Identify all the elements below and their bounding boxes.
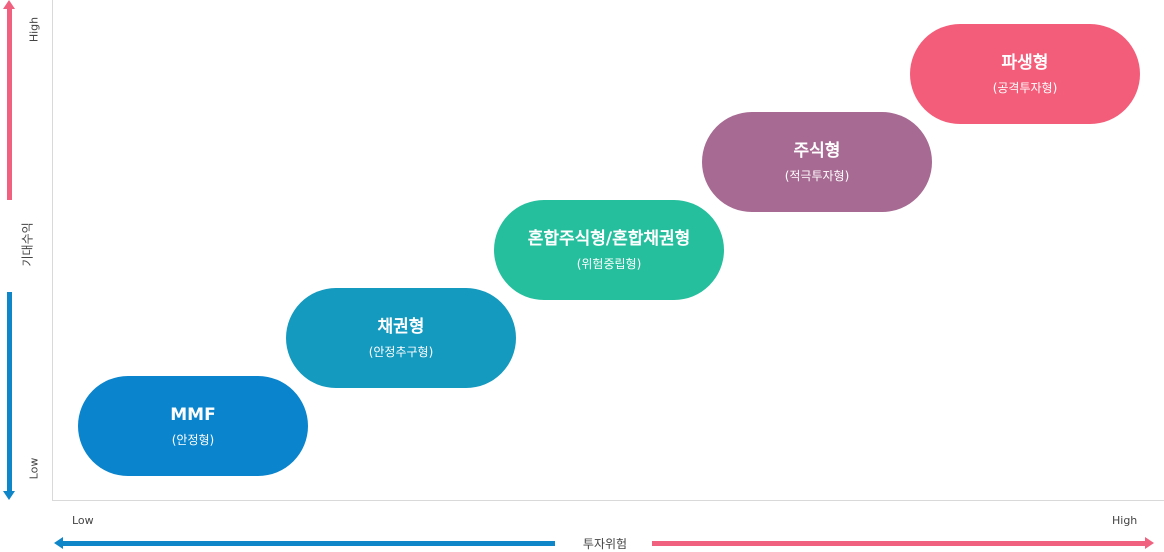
left-arrow-icon [54,537,63,549]
y-axis-title: 기대수익 [20,222,35,267]
fund-type-equity: 주식형 (적극투자형) [702,112,932,212]
y-axis-high-bar [7,8,12,200]
plot-bottom-border [52,500,1164,501]
y-axis-high-label: High [27,16,41,43]
fund-type-profile: (위험중립형) [576,257,642,271]
fund-type-mmf: MMF (안정형) [78,376,308,476]
fund-type-profile: (안정추구형) [368,345,434,359]
x-axis-low-label: Low [72,514,94,527]
x-axis-high-bar [652,541,1146,546]
y-axis-low-bar [7,292,12,492]
fund-type-bond: 채권형 (안정추구형) [286,288,516,388]
fund-type-derivative: 파생형 (공격투자형) [910,24,1140,124]
fund-type-mixed: 혼합주식형/혼합채권형 (위험중립형) [494,200,724,300]
fund-type-name: MMF [170,405,216,425]
fund-type-name: 주식형 [793,141,841,161]
y-axis-low-label: Low [27,457,41,480]
fund-type-profile: (적극투자형) [784,169,850,183]
right-arrow-icon [1145,537,1154,549]
fund-type-name: 혼합주식형/혼합채권형 [527,229,691,249]
x-axis-title: 투자위험 [582,537,628,551]
up-arrow-icon [3,0,15,9]
fund-type-profile: (안정형) [171,433,215,447]
fund-type-name: 채권형 [377,317,425,337]
plot-left-border [52,0,53,500]
x-axis-high-label: High [1112,514,1138,527]
fund-type-name: 파생형 [1001,53,1049,73]
down-arrow-icon [3,491,15,500]
x-axis-low-bar [62,541,555,546]
fund-type-profile: (공격투자형) [992,81,1058,95]
